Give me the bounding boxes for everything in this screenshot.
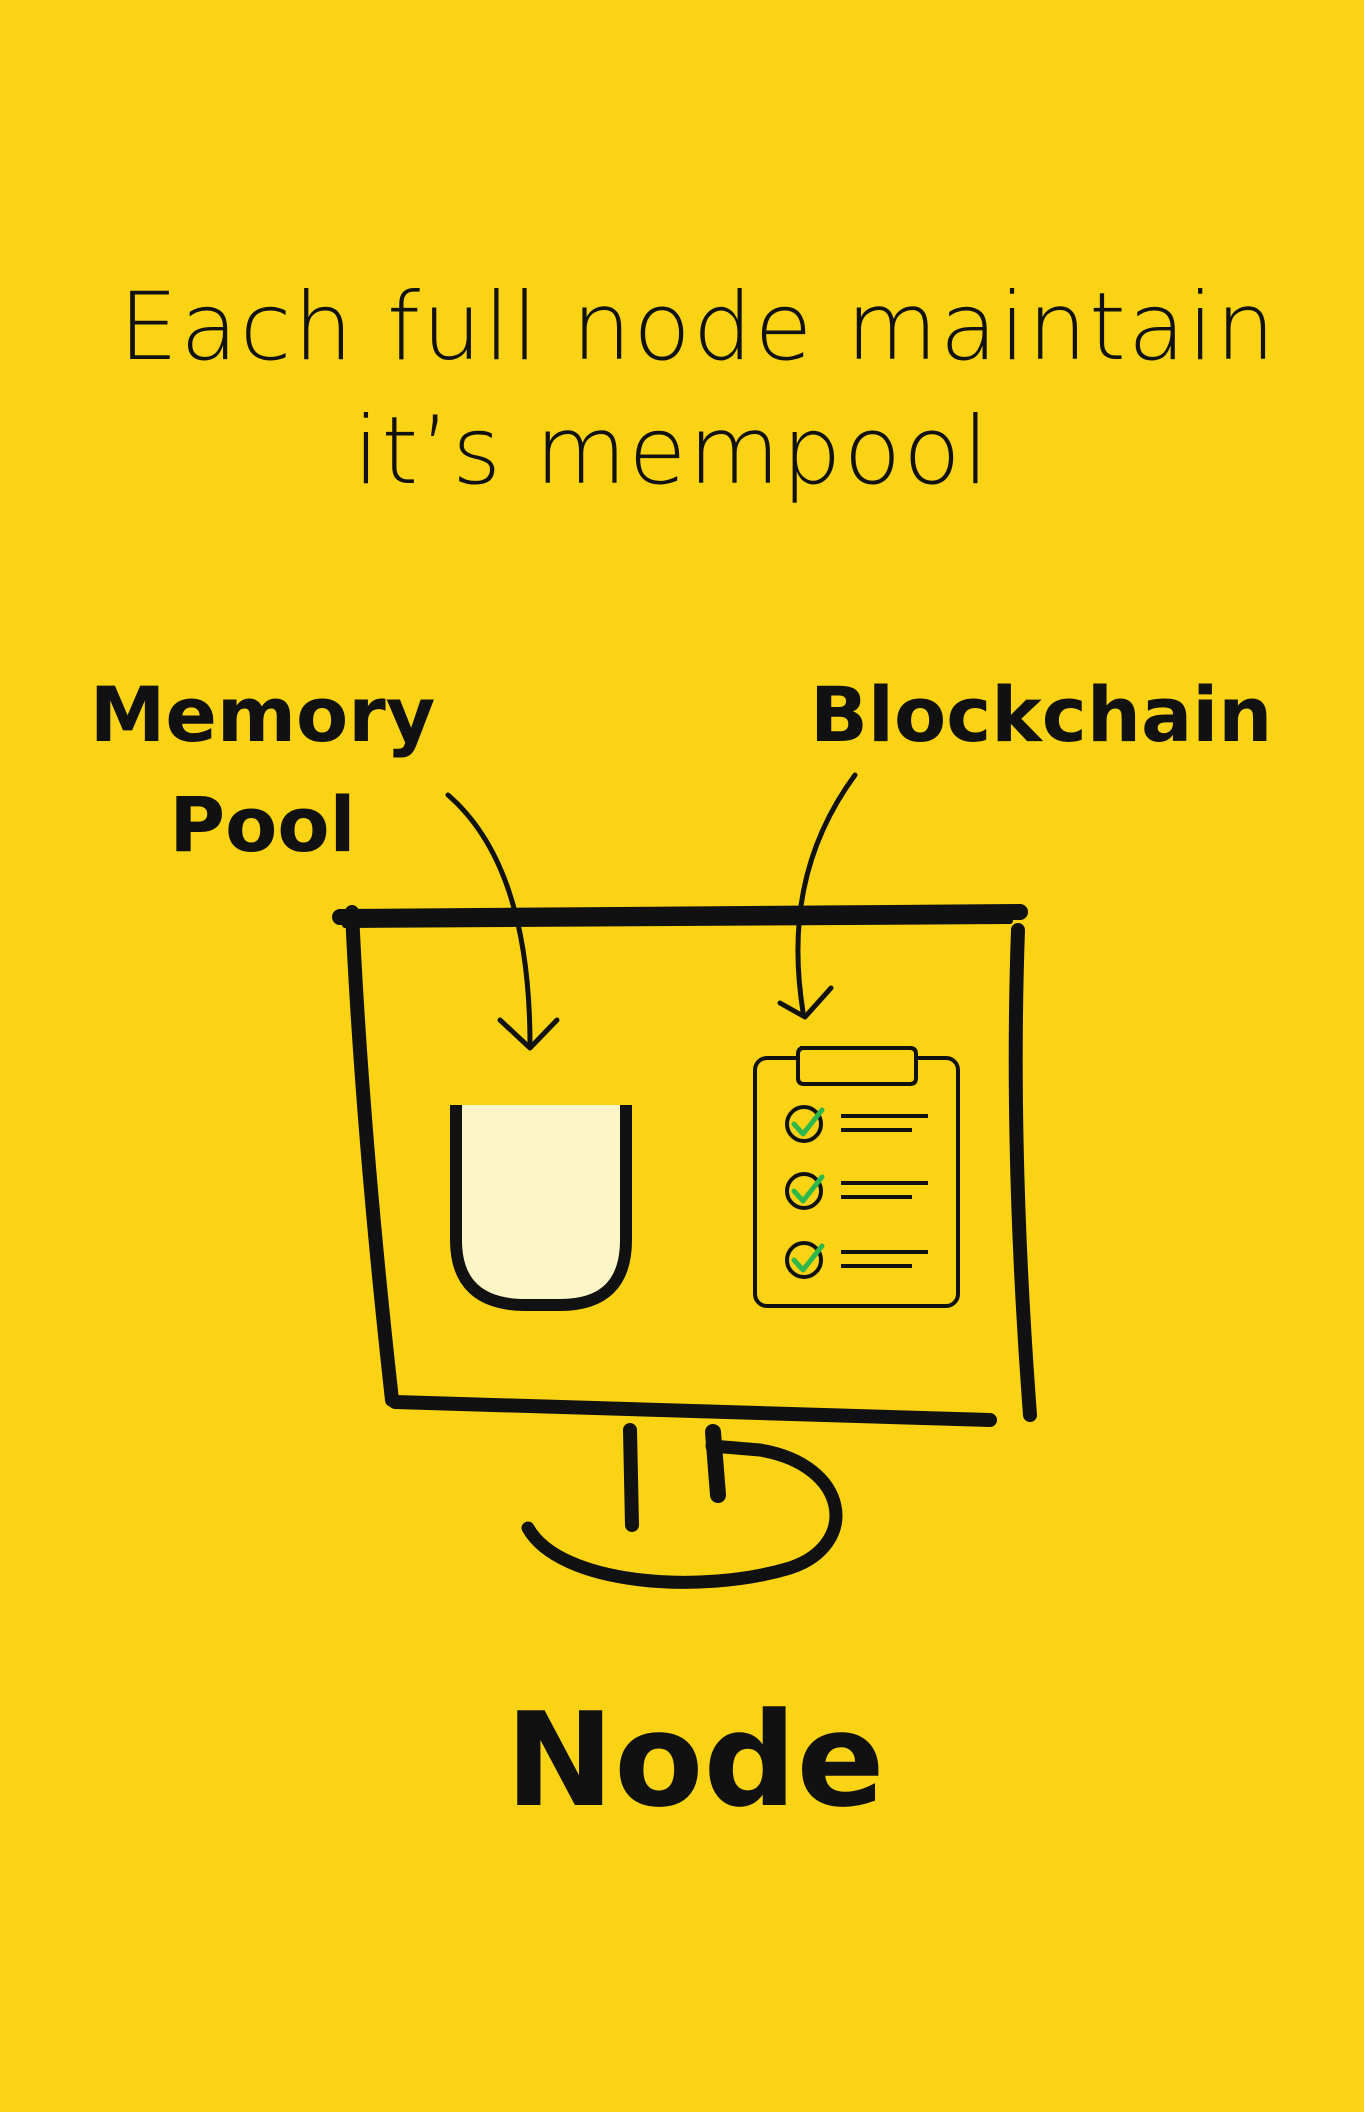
cup-icon	[450, 1105, 632, 1311]
memory-pool-label-line-1: Memory	[89, 670, 436, 759]
heading-line-1: Each full node maintain	[118, 273, 1278, 382]
node-label: Node	[505, 1684, 885, 1836]
heading-line-2: it’s mempool	[353, 397, 991, 506]
clipboard-checklist-icon	[753, 1046, 960, 1308]
checklist-row-3	[785, 1241, 928, 1279]
arrow-to-mempool	[445, 792, 560, 1051]
arrow-to-blockchain	[777, 772, 858, 1020]
memory-pool-label: Memory Pool	[70, 660, 455, 880]
checklist-row-2	[785, 1172, 928, 1210]
computer-monitor-icon	[332, 904, 1037, 1589]
memory-pool-label-line-2: Pool	[169, 780, 356, 869]
blockchain-label: Blockchain	[810, 670, 1273, 759]
checklist-row-1	[785, 1105, 928, 1143]
